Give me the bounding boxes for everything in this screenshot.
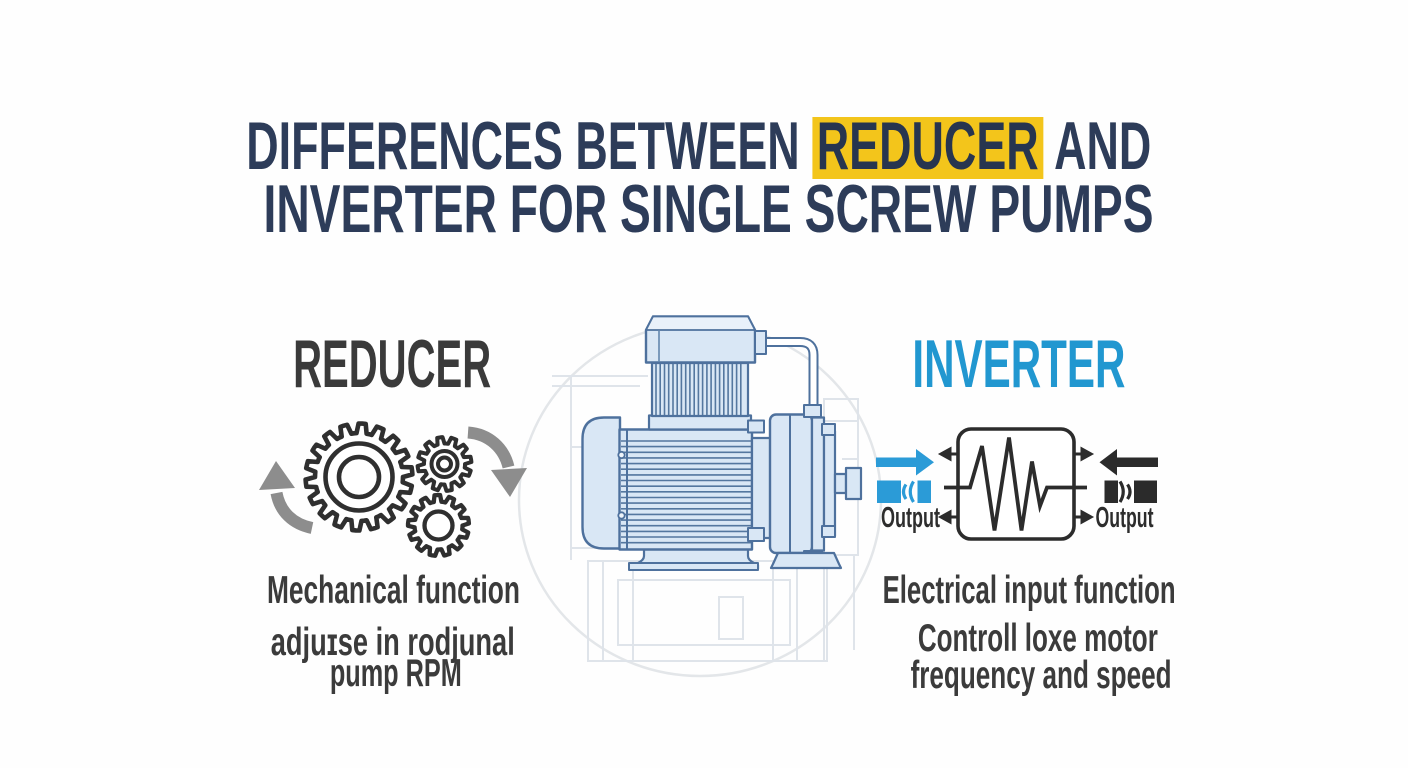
rotation-arrow-left: [270, 491, 314, 534]
gears-icon: [259, 421, 527, 558]
pump-main-body: [618, 428, 754, 551]
rotation-arrow-right: [467, 426, 515, 469]
pump-illustration: [581, 315, 863, 571]
inverter-line-3: frequency and speed: [910, 654, 1172, 697]
pump-cap-connector: [754, 330, 767, 355]
pump-shaft-end: [844, 466, 863, 501]
pump-base-right: [769, 551, 843, 570]
pump-left-endcap: [581, 416, 622, 550]
inverter-output-black: [1099, 449, 1158, 503]
reducer-line-2: adjuɪse in rodjunal: [270, 621, 515, 664]
title-part-before: DIFFERENCES BETWEEN: [246, 108, 813, 184]
gear-large: [303, 421, 415, 533]
title-line-2-text: INVERTER FOR SINGLE SCREW PUMPS: [263, 171, 1153, 247]
pump-top-fins: [655, 364, 742, 415]
reducer-heading: REDUCER: [293, 326, 491, 402]
rotation-arrow-right-head: [491, 468, 527, 497]
rotation-arrow-left-head: [259, 461, 295, 490]
pump-base-left-plate: [628, 562, 759, 571]
gear-small-bottom: [405, 492, 472, 558]
pump-body-fins: [621, 440, 751, 544]
inverter-icon: [876, 427, 1158, 541]
reducer-line-3: pump RPM: [330, 652, 462, 695]
title-line-2: INVERTER FOR SINGLE SCREW PUMPS: [8, 175, 1408, 243]
title-part-after: AND: [1043, 108, 1152, 184]
inverter-input-blue: [876, 449, 934, 503]
pump-pipe: [765, 337, 819, 428]
output-label-left: Output: [881, 502, 941, 534]
gear-small-top: [415, 435, 474, 493]
pump-junction-plate: [647, 414, 753, 431]
pump-top-cap-face: [645, 315, 756, 331]
output-label-right: Output: [1095, 502, 1154, 534]
inverter-line-1: Electrical input function: [882, 569, 1176, 612]
inverter-small-arrows: [937, 446, 1095, 525]
inverter-line-2: Controll loxe motor: [917, 617, 1158, 660]
inverter-waveform: [944, 437, 1087, 531]
inverter-heading: INVERTER: [912, 326, 1126, 402]
title-line-1: DIFFERENCES BETWEEN REDUCER AND: [0, 112, 1399, 180]
title-highlight-reducer: REDUCER: [812, 112, 1044, 180]
pump-shaft: [833, 472, 848, 495]
title-line-1-text: DIFFERENCES BETWEEN REDUCER AND: [247, 112, 1152, 180]
reducer-line-1: Mechanical function: [266, 569, 520, 612]
